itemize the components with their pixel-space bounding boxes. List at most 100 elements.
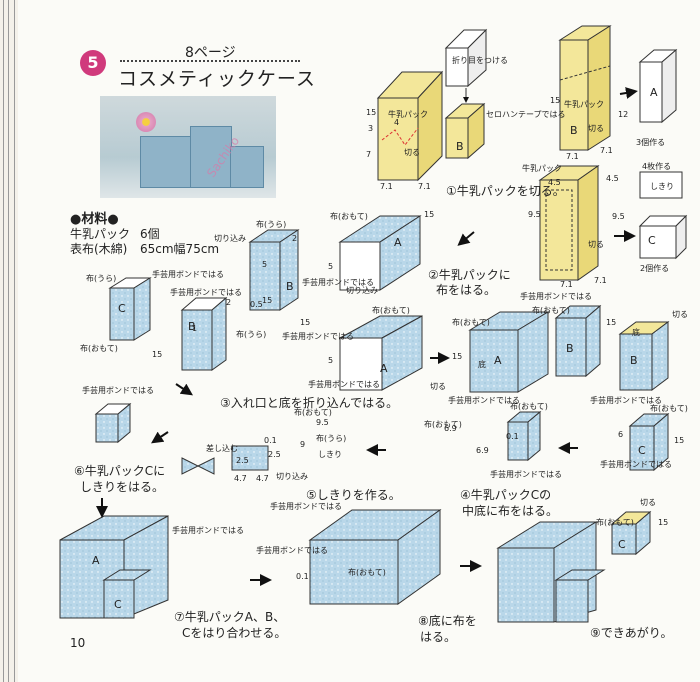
step-6-caption-line1: ⑥牛乳パックCに xyxy=(74,464,166,478)
label-glue: 手芸用ボンドではる xyxy=(82,386,154,395)
label-dim: 15 xyxy=(300,318,311,327)
label-dim: 2 xyxy=(292,234,298,243)
label-dim: 7.1 xyxy=(566,152,579,161)
label-dim: 0.1 xyxy=(296,572,309,581)
step-8-caption-line1: ⑧底に布を xyxy=(418,614,477,628)
label-glue: 手芸用ボンドではる xyxy=(448,396,520,405)
label-dim: 4.5 xyxy=(606,174,619,183)
label-glue: 手芸用ボンドではる xyxy=(172,526,244,535)
label-dim: 5 xyxy=(328,356,334,365)
materials-heading: ●材料● xyxy=(70,212,119,227)
step-2-caption-line2: 布をはる。 xyxy=(436,283,497,297)
label-dim: 4.7 xyxy=(234,474,247,483)
label-dim: 7.1 xyxy=(418,182,431,191)
carton-fold-diagram xyxy=(444,28,488,160)
label-dim: 7.1 xyxy=(380,182,393,191)
label-cloth-front: 布(おもて) xyxy=(294,408,332,417)
label-glue: 手芸用ボンドではる xyxy=(152,270,224,279)
label-dim: 12 xyxy=(618,110,629,119)
box-letter: B xyxy=(566,342,574,355)
label-insert: 差し込む xyxy=(206,444,238,453)
label-dim: 4.7 xyxy=(256,474,269,483)
step-5-caption: ⑤しきりを作る。 xyxy=(306,488,401,502)
label-glue: 手芸用ボンドではる xyxy=(600,460,672,469)
page-edge-3 xyxy=(3,0,4,682)
box-letter: A xyxy=(394,236,402,249)
carton-cut-diagram-2 xyxy=(538,25,688,281)
page-reference: 8ページ xyxy=(185,45,236,61)
page-edge-2 xyxy=(8,0,9,682)
label-dim: 6 xyxy=(618,430,624,439)
box-letter: B xyxy=(570,124,578,137)
label-cloth-front: 布(おもて) xyxy=(424,420,462,429)
label-bottom: 底 xyxy=(632,328,640,337)
dotted-divider xyxy=(120,60,300,62)
label-dim: 4.5 xyxy=(548,178,561,187)
label-dim: 6.9 xyxy=(444,424,457,433)
label-cloth-back: 布(うら) xyxy=(236,330,267,339)
label-cloth-front: 布(おもて) xyxy=(330,212,368,221)
label-dim: 2 xyxy=(226,298,232,307)
label-dim: 9 xyxy=(300,440,306,449)
label-dim: 15 xyxy=(366,108,377,117)
box-letter: A xyxy=(650,86,658,99)
label-bottom: 底 xyxy=(478,360,486,369)
step-4-caption-line2: 中底に布をはる。 xyxy=(462,504,559,518)
label-glue: 手芸用ボンドではる xyxy=(590,396,662,405)
label-milk-pack: 牛乳パック xyxy=(564,100,604,109)
material-qty: 65cm幅75cm xyxy=(140,242,220,256)
label-glue: 手芸用ボンドではる xyxy=(270,502,342,511)
step-7-caption-line2: Cをはり合わせる。 xyxy=(182,626,287,640)
box-letter: B xyxy=(456,140,464,153)
label-dim: 15 xyxy=(658,518,669,527)
box-letter: C xyxy=(114,598,122,611)
photo-box-3 xyxy=(230,146,264,188)
label-notch: 切り込み xyxy=(346,286,378,295)
label-cloth-back: 布(うら) xyxy=(256,220,287,229)
box-letter: A xyxy=(494,354,502,367)
label-cloth-front: 布(おもて) xyxy=(372,306,410,315)
box-letter: A xyxy=(92,554,100,567)
label-cut: 切る xyxy=(672,310,688,319)
label-glue: 手芸用ボンドではる xyxy=(520,292,592,301)
carton-cut-diagram-1 xyxy=(376,70,444,182)
label-dim: 15 xyxy=(550,96,561,105)
label-dim: 6.9 xyxy=(476,446,489,455)
box-letter: C xyxy=(118,302,126,315)
label-cloth-front: 布(おもて) xyxy=(452,318,490,327)
label-dim: 9.5 xyxy=(612,212,625,221)
label-dim: 7.1 xyxy=(600,146,613,155)
label-dim: 0.5 xyxy=(250,300,263,309)
label-cellotape: セロハンテープではる xyxy=(486,110,566,119)
label-glue: 手芸用ボンドではる xyxy=(490,470,562,479)
label-milk-pack: 牛乳パック xyxy=(522,164,562,173)
label-glue: 手芸用ボンドではる xyxy=(282,332,354,341)
label-cloth-front: 布(おもて) xyxy=(532,306,570,315)
label-dim: 2.5 xyxy=(236,456,249,465)
label-fold: 折り目をつける xyxy=(452,56,508,65)
label-dim: 15 xyxy=(606,318,617,327)
label-glue: 手芸用ボンドではる xyxy=(170,288,242,297)
step-4-caption-line1: ④牛乳パックCの xyxy=(460,488,552,502)
box-letter: C xyxy=(648,234,656,247)
material-name: 表布(木綿) xyxy=(70,242,128,256)
label-cut: 切る xyxy=(588,240,604,249)
label-dim: 1 xyxy=(192,324,198,333)
label-glue: 手芸用ボンドではる xyxy=(308,380,380,389)
label-cloth-front: 布(おもて) xyxy=(650,404,688,413)
box-letter: B xyxy=(188,320,196,333)
material-name: 牛乳パック xyxy=(70,227,131,241)
label-dim: 15 xyxy=(424,210,435,219)
photo-box-1 xyxy=(140,136,192,188)
material-row: 表布(木綿) 65cm幅75cm xyxy=(70,242,219,257)
box-letter: B xyxy=(286,280,294,293)
label-dim: 9.5 xyxy=(528,210,541,219)
label-partition: しきり xyxy=(650,182,674,191)
label-dim: 9.5 xyxy=(316,418,329,427)
label-dim: 5 xyxy=(328,262,334,271)
label-notch: 切り込み xyxy=(276,472,308,481)
label-glue: 手芸用ボンドではる xyxy=(302,278,374,287)
page-edge-1 xyxy=(14,0,15,682)
label-dim: 4 xyxy=(394,118,400,127)
